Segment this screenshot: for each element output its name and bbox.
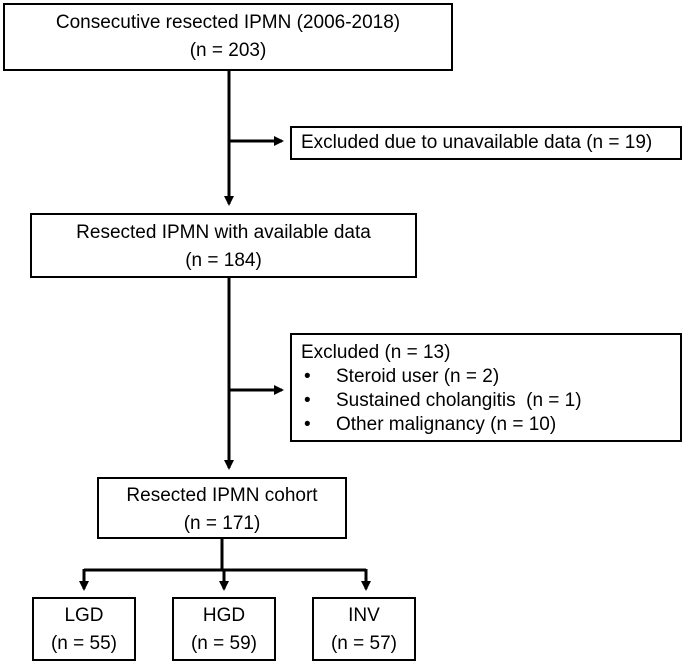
box-available-data-count: (n = 184) bbox=[185, 250, 262, 271]
group-label: INV bbox=[348, 605, 380, 626]
box-excluded-criteria-heading: Excluded (n = 13) bbox=[301, 342, 451, 363]
excluded-item-label: Sustained cholangitis (n = 1) bbox=[336, 390, 582, 411]
bullet-glyph: • bbox=[304, 390, 311, 411]
box-available-data-title: Resected IPMN with available data bbox=[76, 222, 371, 243]
excluded-item-label: Other malignancy (n = 10) bbox=[336, 414, 557, 435]
box-consecutive-resected-count: (n = 203) bbox=[189, 40, 267, 61]
excluded-item: • Other malignancy (n = 10) bbox=[301, 413, 680, 437]
box-group-inv: INV (n = 57) bbox=[312, 597, 416, 661]
box-consecutive-resected-title: Consecutive resected IPMN (2006-2018) bbox=[55, 12, 401, 33]
group-count: (n = 55) bbox=[50, 633, 117, 654]
box-resected-cohort-title: Resected IPMN cohort bbox=[126, 485, 318, 506]
box-excluded-unavailable: Excluded due to unavailable data (n = 19… bbox=[290, 126, 682, 160]
box-resected-cohort-count: (n = 171) bbox=[183, 513, 261, 534]
box-available-data: Resected IPMN with available data (n = 1… bbox=[30, 213, 417, 278]
group-count: (n = 59) bbox=[190, 633, 257, 654]
box-resected-cohort: Resected IPMN cohort (n = 171) bbox=[97, 477, 347, 539]
box-excluded-unavailable-text: Excluded due to unavailable data (n = 19… bbox=[301, 132, 653, 153]
excluded-item-label: Steroid user (n = 2) bbox=[336, 366, 500, 387]
group-label: HGD bbox=[202, 605, 246, 626]
bullet-glyph: • bbox=[304, 414, 311, 435]
box-consecutive-resected: Consecutive resected IPMN (2006-2018) (n… bbox=[3, 3, 453, 71]
box-group-hgd: HGD (n = 59) bbox=[172, 597, 276, 661]
box-group-lgd: LGD (n = 55) bbox=[32, 597, 136, 661]
excluded-item: • Sustained cholangitis (n = 1) bbox=[301, 389, 680, 413]
box-excluded-criteria: Excluded (n = 13) • Steroid user (n = 2)… bbox=[290, 333, 682, 442]
bullet-glyph: • bbox=[304, 366, 311, 387]
excluded-item: • Steroid user (n = 2) bbox=[301, 365, 680, 389]
group-count: (n = 57) bbox=[330, 633, 397, 654]
group-label: LGD bbox=[64, 605, 104, 626]
